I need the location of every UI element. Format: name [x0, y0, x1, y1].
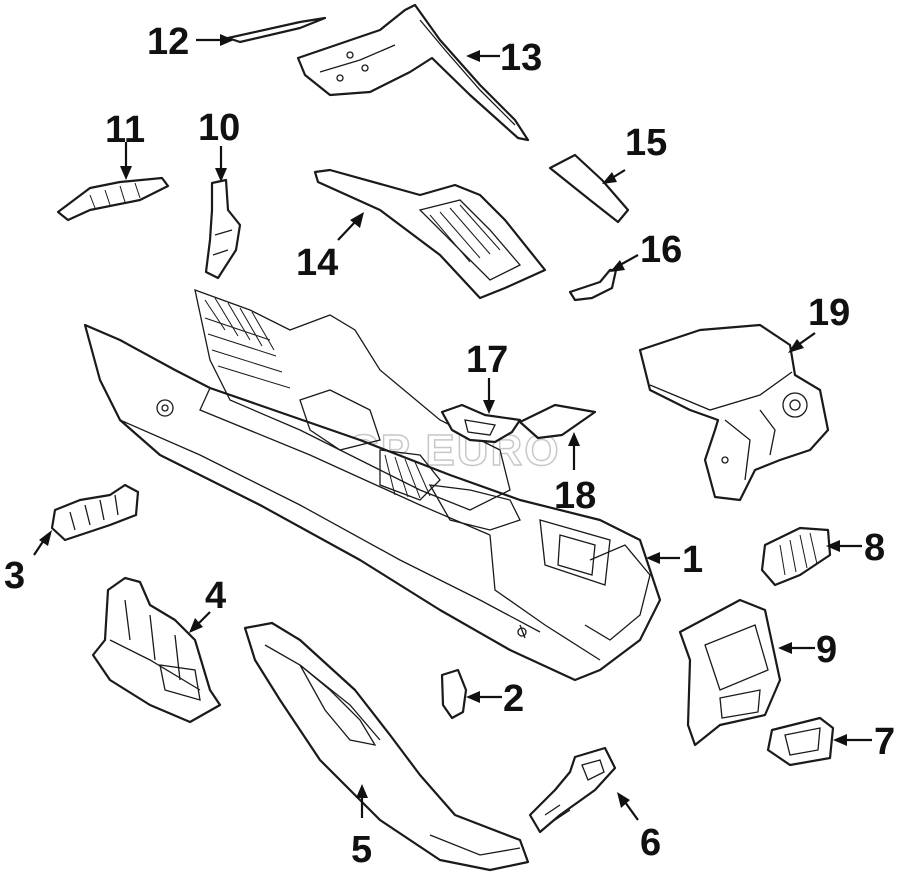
part-17-mat[interactable]	[440, 403, 522, 444]
callout-label-7: 7	[874, 721, 895, 763]
callout-3: 3	[4, 530, 52, 597]
part-5-side-panel[interactable]	[243, 621, 530, 872]
callout-15: 15	[602, 122, 667, 184]
part-3-bracket[interactable]	[50, 483, 140, 542]
callout-label-13: 13	[500, 37, 542, 79]
callout-label-3: 3	[4, 555, 25, 597]
part-2-clip[interactable]	[440, 668, 468, 720]
part-7-tray[interactable]	[766, 716, 835, 767]
callout-16: 16	[610, 229, 682, 272]
part-12-seal[interactable]	[226, 16, 327, 44]
part-9-trim-panel[interactable]	[678, 598, 782, 747]
callout-18: 18	[554, 432, 596, 517]
callout-2: 2	[466, 678, 524, 720]
callout-8: 8	[826, 527, 885, 569]
callout-4: 4	[189, 575, 226, 633]
callout-11: 11	[105, 109, 145, 180]
callout-label-4: 4	[205, 575, 226, 617]
callout-label-11: 11	[105, 109, 145, 151]
callout-1: 1	[646, 539, 703, 581]
callout-label-18: 18	[554, 475, 596, 517]
callout-5: 5	[351, 784, 372, 871]
part-18-mat[interactable]	[518, 403, 597, 440]
part-8-vent[interactable]	[760, 526, 832, 587]
callout-label-15: 15	[625, 122, 667, 164]
callout-17: 17	[466, 339, 508, 414]
callout-10: 10	[198, 107, 240, 182]
callout-label-16: 16	[640, 229, 682, 271]
part-13-trim-rail[interactable]	[296, 3, 530, 142]
callout-label-10: 10	[198, 107, 240, 149]
callout-label-14: 14	[296, 242, 338, 284]
part-15-trim-insert[interactable]	[548, 153, 630, 224]
callout-13: 13	[466, 37, 542, 79]
callout-label-9: 9	[816, 629, 837, 671]
part-4-storage-bin[interactable]	[91, 576, 222, 724]
callout-label-5: 5	[351, 829, 372, 871]
callout-12: 12	[147, 21, 234, 63]
part-19-armrest[interactable]	[638, 323, 830, 502]
callout-label-19: 19	[808, 292, 850, 334]
part-10-bracket[interactable]	[204, 178, 242, 280]
callout-label-8: 8	[864, 527, 885, 569]
callout-label-6: 6	[640, 822, 661, 864]
callout-6: 6	[617, 792, 661, 864]
part-11-trim-strip[interactable]	[56, 176, 170, 222]
callout-9: 9	[778, 629, 837, 671]
callout-19: 19	[788, 292, 850, 353]
part-16-cable[interactable]	[568, 268, 618, 302]
part-1-console-body[interactable]	[83, 288, 662, 682]
callout-14: 14	[296, 212, 364, 284]
callout-label-2: 2	[503, 678, 524, 720]
callout-label-12: 12	[147, 21, 189, 63]
callout-label-1: 1	[682, 539, 703, 581]
callout-label-17: 17	[466, 339, 508, 381]
callout-7: 7	[833, 721, 895, 763]
part-6-bezel[interactable]	[528, 746, 617, 834]
part-14-shifter-bezel[interactable]	[313, 168, 547, 300]
